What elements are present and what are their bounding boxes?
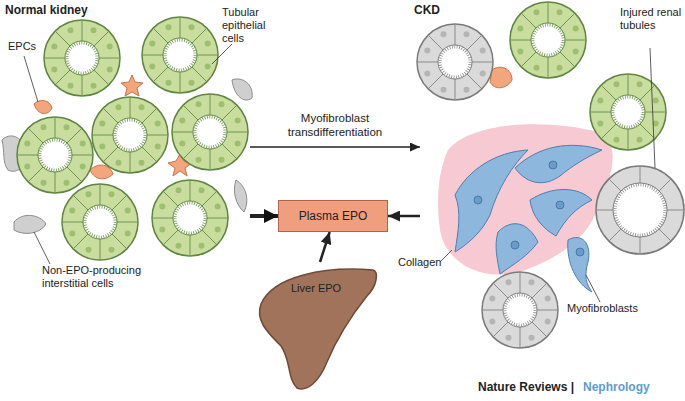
box-label: Plasma EPO xyxy=(299,210,368,223)
epc-cell xyxy=(34,101,52,114)
epc-cell xyxy=(490,67,512,88)
leader-lines xyxy=(24,44,655,302)
flow-arrow xyxy=(250,146,420,148)
epc-cell xyxy=(121,75,143,96)
nucleus xyxy=(474,196,482,204)
plasma-epo-box: Plasma EPO xyxy=(278,200,388,232)
ckd-panel: CKD xyxy=(420,0,685,345)
epc-cells xyxy=(490,67,512,88)
tubule xyxy=(152,180,228,256)
myofibroblast-cells xyxy=(455,145,602,292)
callout-label: EPCs xyxy=(8,40,44,53)
shape-outline xyxy=(255,262,380,392)
shape-label: Liver EPO xyxy=(291,282,341,295)
callout-label: Collagen xyxy=(398,256,441,269)
flow-arrow xyxy=(250,214,278,218)
leader-line xyxy=(440,250,452,262)
callout-label: Tubular epithelial cells xyxy=(222,6,280,45)
normal-kidney-panel: Normal kidney xyxy=(0,0,250,300)
leader-line xyxy=(650,48,655,168)
tubule xyxy=(590,74,666,150)
edge-label: Myofibroblast transdifferentiation xyxy=(260,111,410,139)
injured-tubule xyxy=(417,24,493,100)
nucleus xyxy=(576,248,584,256)
panel-heading: Normal kidney xyxy=(5,4,88,17)
nucleus xyxy=(549,161,557,169)
tubule xyxy=(510,2,586,78)
nucleus xyxy=(511,241,519,249)
credit-text: Nephrology xyxy=(583,381,650,394)
interstitial-cell xyxy=(234,180,246,212)
leader-line xyxy=(34,232,50,264)
tubule xyxy=(142,17,218,93)
liver-shape: Liver EPO xyxy=(255,262,380,392)
injured-tubule xyxy=(482,272,558,348)
liver-outline xyxy=(259,269,376,389)
myofibroblast xyxy=(530,190,592,237)
tubule xyxy=(172,94,248,170)
interstitial-cell xyxy=(14,215,46,233)
leader-line xyxy=(24,56,38,102)
credit-text: Nature Reviews | xyxy=(478,381,574,394)
tubule xyxy=(92,97,168,173)
flow-arrow xyxy=(320,232,330,262)
tubule xyxy=(62,184,138,260)
injured-tubule xyxy=(596,166,684,254)
interstitial-cell xyxy=(232,79,252,100)
tubule xyxy=(17,117,93,193)
myofibroblast xyxy=(496,224,538,274)
tubule xyxy=(44,20,120,96)
panel-heading: CKD xyxy=(414,4,440,17)
callout-label: Myofibroblasts xyxy=(567,302,638,315)
myofibroblast xyxy=(568,237,592,292)
callout-label: Injured renal tubules xyxy=(620,6,682,32)
flow-arrow xyxy=(388,215,420,218)
myofibroblast xyxy=(515,145,602,182)
nucleus xyxy=(556,201,564,209)
callout-label: Non-EPO-producing interstitial cells xyxy=(42,264,162,290)
leader-line xyxy=(212,44,232,64)
leader-line xyxy=(586,275,600,302)
myofibroblast-nuclei xyxy=(474,161,584,256)
